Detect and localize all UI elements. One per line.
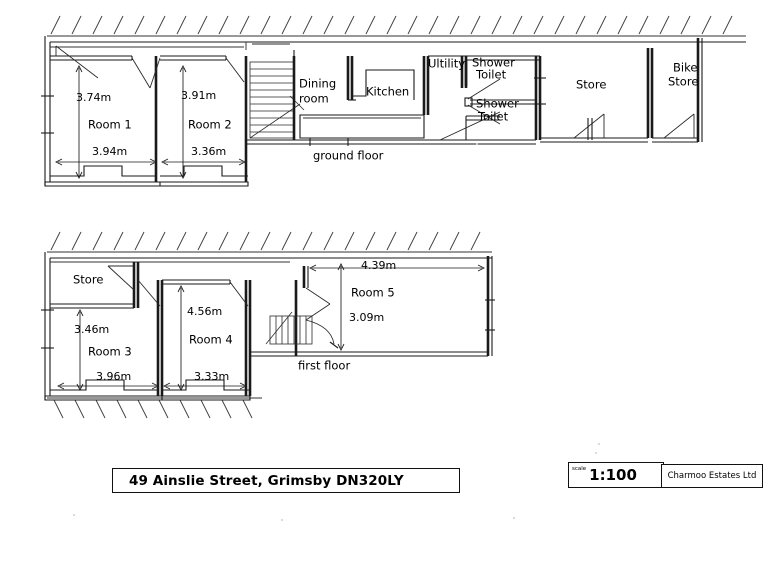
first-store-label: Store (73, 273, 103, 287)
room1-depth-label: 3.74m (76, 91, 111, 104)
company-block: Charmoo Estates Ltd (661, 464, 763, 488)
utility-label: Ultility (428, 57, 465, 71)
room4-width-label: 3.33m (194, 370, 229, 383)
ground-store-block (540, 38, 703, 143)
room4-depth-label: 4.56m (187, 305, 222, 318)
company-name: Charmoo Estates Ltd (667, 471, 757, 481)
scan-speck (476, 143, 478, 145)
scan-speck (513, 517, 515, 519)
bike-store-label-line2: Store (668, 75, 698, 89)
ground-store-label: Store (576, 78, 606, 92)
room4-label: Room 4 (189, 333, 233, 347)
scan-speck (598, 443, 600, 445)
scan-speck (73, 514, 75, 516)
room3-width-label: 3.96m (96, 370, 131, 383)
ground-dining-block (245, 42, 440, 146)
property-address: 49 Ainslie Street, Grimsby DN320LY (129, 472, 404, 489)
room2-depth-label: 3.91m (181, 89, 216, 102)
shower-toilet-1-label-line1: Shower (472, 56, 515, 70)
dining-room-label-line1: Dining (299, 77, 336, 91)
first-landing-swings (302, 266, 339, 349)
ground-shower-toilets (439, 55, 546, 145)
room2-width-label: 3.36m (191, 145, 226, 158)
ground-floor-group: 3.74m Room 1 3.94m 3.91m Room 2 3.36m Di… (41, 15, 746, 187)
ground-floor-caption: ground floor (313, 149, 384, 163)
dining-room-label-line2: room (299, 92, 329, 106)
room5-depth-label: 3.09m (349, 311, 384, 324)
room3-depth-label: 3.46m (74, 323, 109, 336)
ground-outer-walls (41, 36, 746, 187)
scale-value: 1:100 (589, 466, 637, 484)
room1-label: Room 1 (88, 118, 132, 132)
room5-label: Room 5 (351, 286, 395, 300)
room2-label: Room 2 (188, 118, 232, 132)
room1-width-label: 3.94m (92, 145, 127, 158)
first-floor-group: Store 3.46m Room 3 3.96m 4.56m Room 4 3.… (41, 231, 495, 419)
bike-store-label-line1: Bike (673, 61, 697, 75)
first-staircase (265, 311, 313, 345)
first-internal-walls (156, 279, 488, 396)
first-rear-hatch (47, 231, 492, 253)
first-floor-caption: first floor (298, 359, 350, 373)
ground-staircase (249, 56, 305, 140)
shower-toilet-1-label-line2: Toilet (475, 68, 507, 82)
shower-toilet-2-label-line2: Toilet (477, 110, 509, 124)
first-store (50, 262, 161, 309)
scale-block: scale 1:100 (568, 462, 664, 488)
ground-kitchen (346, 56, 430, 115)
first-dimensions (57, 263, 485, 391)
room3-label: Room 3 (88, 345, 132, 359)
kitchen-label: Kitchen (366, 85, 409, 99)
ground-door-swings (55, 45, 245, 89)
scan-speck (281, 519, 283, 521)
scale-label: scale (572, 466, 587, 472)
ground-rear-hatch (47, 15, 746, 37)
scan-speck (595, 452, 597, 454)
title-block: 49 Ainslie Street, Grimsby DN320LY (112, 468, 460, 493)
first-front-hatch (47, 397, 262, 419)
ground-internal-walls (50, 55, 248, 182)
shower-toilet-2-label-line1: Shower (476, 97, 519, 111)
ground-dimensions (55, 65, 246, 179)
room5-width-label: 4.39m (361, 259, 396, 272)
